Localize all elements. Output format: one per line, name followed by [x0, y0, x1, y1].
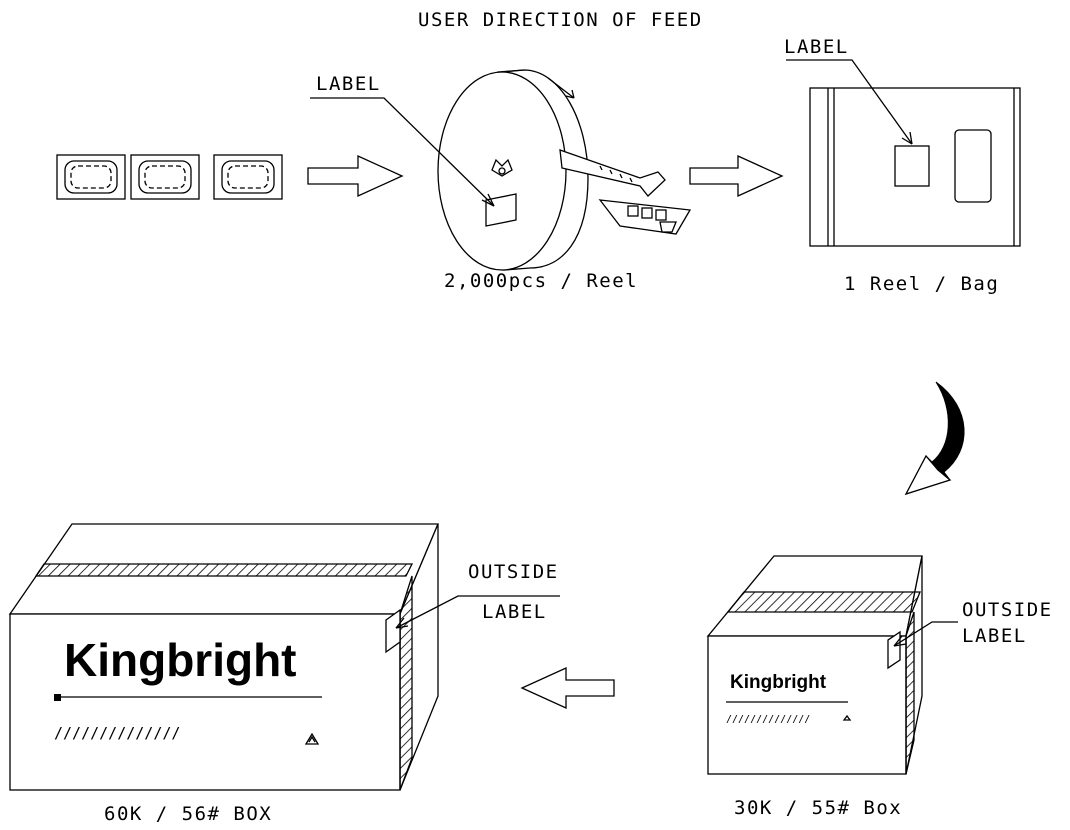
reel-caption: 2,000pcs / Reel: [444, 270, 638, 292]
small-box: Kingbright //////////////: [706, 555, 923, 775]
smd-component: [213, 154, 283, 200]
big-box-caption: 60K / 56# BOX: [104, 803, 272, 825]
diagram-title: USER DIRECTION OF FEED: [418, 9, 703, 31]
big-box-label-callout-2: LABEL: [482, 601, 547, 623]
flow-arrow-right: [307, 154, 404, 198]
tape-reel: [437, 69, 692, 271]
big-box-brand: Kingbright: [64, 634, 297, 686]
reel-label-leader: [310, 97, 495, 207]
small-box-stripes: //////////////: [726, 714, 810, 725]
big-box-stripes: //////////////: [54, 724, 180, 742]
small-box-label-leader: [893, 621, 958, 647]
reel-label-callout: LABEL: [316, 73, 381, 95]
small-box-label-callout-1: OUTSIDE: [962, 599, 1053, 621]
small-box-brand: Kingbright: [730, 672, 827, 693]
bag-label-callout: LABEL: [784, 36, 849, 58]
small-box-caption: 30K / 55# Box: [734, 797, 902, 819]
flow-arrow-right: [689, 154, 784, 198]
rotation-arrow: [547, 77, 575, 99]
esd-bag: [809, 87, 1021, 247]
big-box: Kingbright //////////////: [8, 523, 439, 791]
bag-label-leader: [786, 59, 913, 145]
recycle-icon: [304, 732, 320, 745]
smd-component: [56, 154, 126, 200]
smd-component: [130, 154, 200, 200]
big-box-label-leader: [395, 595, 560, 629]
small-box-label-patch: [887, 630, 901, 670]
small-box-label-callout-2: LABEL: [962, 625, 1027, 647]
reel-label-patch: [485, 193, 517, 227]
flow-arrow-left: [520, 666, 615, 710]
bag-window: [954, 129, 992, 203]
bag-caption: 1 Reel / Bag: [844, 273, 999, 295]
big-box-label-patch: [385, 608, 401, 654]
big-box-label-callout-1: OUTSIDE: [468, 561, 559, 583]
bag-label-patch: [894, 145, 930, 187]
